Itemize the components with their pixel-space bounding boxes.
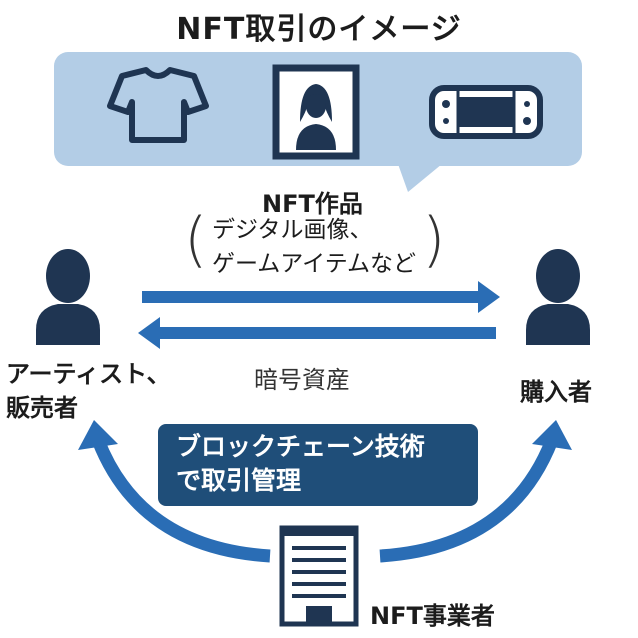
payment-label: 暗号資産 (254, 366, 350, 394)
building-icon (279, 525, 359, 627)
tshirt-icon (107, 67, 209, 143)
tech-line2: で取引管理 (176, 466, 302, 495)
payment-arrow (138, 317, 496, 349)
works-arrow (142, 281, 500, 313)
operator-arrow-right (379, 420, 572, 563)
buyer-label: 購入者 (520, 378, 592, 406)
operator-arrow-left (78, 420, 271, 563)
artist-label-line2: 販売者 (6, 394, 78, 422)
works-label: NFT作品 (262, 190, 363, 218)
works-examples-line1: デジタル画像、 (212, 217, 373, 243)
person-icon (36, 249, 100, 345)
diagram-title: NFT取引のイメージ (176, 12, 462, 47)
works-examples-line2: ゲームアイテムなど (212, 251, 417, 277)
operator-label: NFT事業者 (370, 602, 495, 630)
portrait-icon (272, 64, 360, 160)
person-icon (526, 249, 590, 345)
tech-line1: ブロックチェーン技術 (176, 432, 425, 461)
close-paren: ) (422, 205, 446, 275)
open-paren: ( (184, 205, 208, 275)
tech-text: ブロックチェーン技術 で取引管理 (176, 430, 476, 498)
game-console-icon (429, 85, 543, 139)
artist-label-line1: アーティスト、 (6, 360, 171, 388)
tech-box (158, 424, 478, 506)
